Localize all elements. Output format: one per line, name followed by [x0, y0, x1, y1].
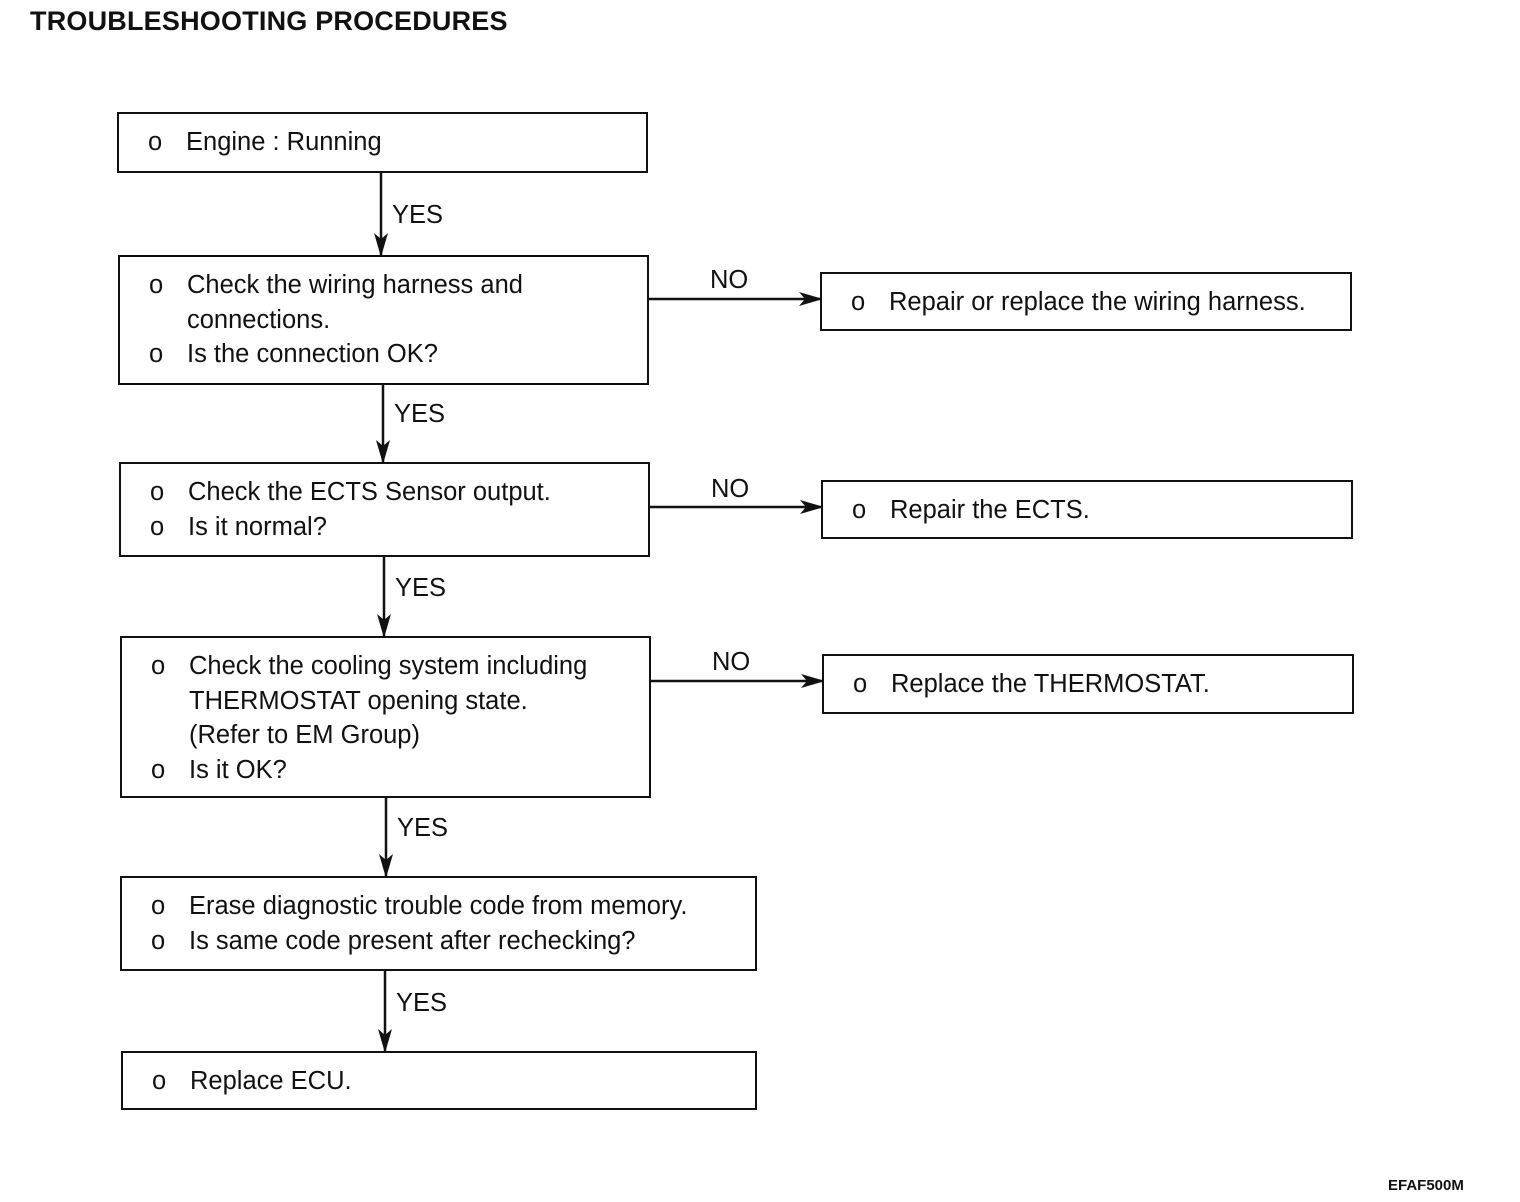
step-question: Is it OK?: [189, 756, 287, 784]
action-text: Replace the THERMOSTAT.: [891, 670, 1210, 698]
step-box-check-ects: o Check the ECTS Sensor output. o Is it …: [119, 462, 650, 557]
bullet-icon: o: [151, 756, 166, 784]
step-text: Check the ECTS Sensor output.: [188, 478, 551, 506]
bullet-icon: o: [150, 513, 165, 541]
step-question: Is the connection OK?: [187, 340, 438, 368]
bullet-icon: o: [151, 652, 166, 680]
bullet-icon: o: [149, 271, 164, 299]
step-box-check-wiring: o Check the wiring harness and connectio…: [118, 255, 649, 385]
action-text: Repair the ECTS.: [890, 496, 1090, 524]
yes-label: YES: [395, 574, 447, 602]
step-question: Is same code present after rechecking?: [189, 927, 636, 955]
bullet-icon: o: [148, 128, 163, 156]
action-text: Repair or replace the wiring harness.: [889, 288, 1306, 316]
bullet-icon: o: [151, 927, 166, 955]
step-text: Check the wiring harness and: [187, 271, 523, 299]
bullet-icon: o: [150, 478, 165, 506]
bullet-icon: o: [152, 1067, 167, 1095]
bullet-icon: o: [151, 892, 166, 920]
step-text: Check the cooling system including: [189, 652, 588, 680]
yes-label: YES: [397, 814, 449, 842]
yes-label: YES: [396, 989, 448, 1017]
step-text: connections.: [187, 305, 331, 334]
step-box-engine-running: o Engine : Running: [117, 112, 648, 173]
step-text: Replace ECU.: [190, 1067, 352, 1095]
step-text: Erase diagnostic trouble code from memor…: [189, 892, 688, 920]
step-text: THERMOSTAT opening state.: [189, 686, 528, 715]
step-text: Engine : Running: [186, 128, 382, 156]
no-label: NO: [712, 648, 751, 676]
bullet-icon: o: [851, 288, 866, 316]
step-question: Is it normal?: [188, 513, 327, 541]
bullet-icon: o: [149, 340, 164, 368]
action-box-repair-harness: o Repair or replace the wiring harness.: [820, 272, 1352, 331]
page-title: TROUBLESHOOTING PROCEDURES: [30, 6, 508, 36]
yes-label: YES: [392, 201, 444, 229]
step-text: (Refer to EM Group): [189, 721, 420, 749]
action-box-replace-thermostat: o Replace the THERMOSTAT.: [822, 654, 1354, 714]
bullet-icon: o: [852, 496, 867, 524]
bullet-icon: o: [853, 670, 868, 698]
step-box-check-cooling: o Check the cooling system including THE…: [120, 636, 651, 798]
action-box-repair-ects: o Repair the ECTS.: [821, 480, 1353, 539]
no-label: NO: [710, 266, 749, 294]
step-box-erase-dtc: o Erase diagnostic trouble code from mem…: [120, 876, 757, 971]
step-box-replace-ecu: o Replace ECU.: [121, 1051, 757, 1110]
figure-code: EFAF500M: [1388, 1177, 1464, 1194]
yes-label: YES: [394, 400, 446, 428]
no-label: NO: [711, 475, 750, 503]
